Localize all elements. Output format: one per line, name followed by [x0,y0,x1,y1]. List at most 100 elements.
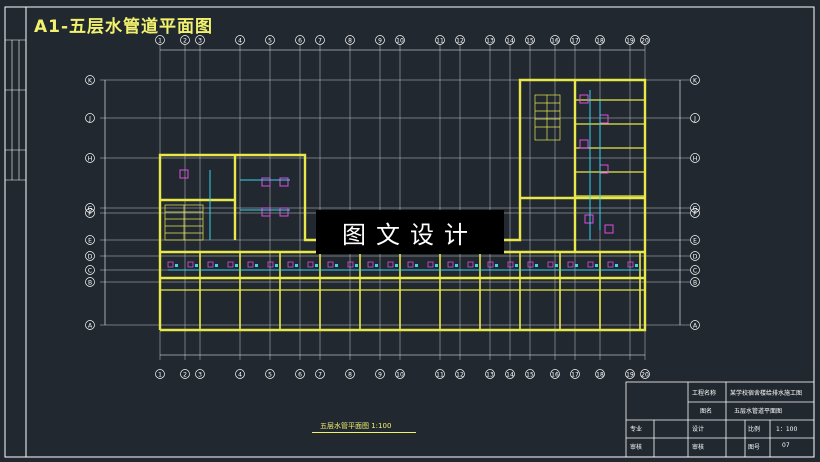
row-axis-bubble: D [690,251,700,261]
svg-text:B: B [693,280,697,287]
drawing-name-value: 五层水管道平面图 [734,408,783,415]
svg-text:4: 4 [238,372,242,379]
column-axis-bubble: 4 [235,369,245,379]
svg-text:3: 3 [198,38,202,45]
svg-text:10: 10 [396,38,404,45]
row-axis-bubble: E [85,235,95,245]
number-label: 图号 [748,444,761,451]
svg-text:1: 1 [158,38,162,45]
column-axis-bubble: 11 [435,369,445,379]
svg-text:F: F [693,211,697,218]
column-axis-bubble: 5 [265,35,275,45]
svg-text:17: 17 [571,372,579,379]
svg-text:E: E [88,238,92,245]
sheet-title: A1-五层水管道平面图 [34,17,214,37]
svg-text:G: G [88,206,93,213]
row-axis-bubble: C [690,265,700,275]
column-axis-bubble: 4 [235,35,245,45]
row-axis-bubble: G [690,203,700,213]
svg-text:H: H [693,156,698,163]
plumbing-fixtures [167,94,638,268]
scale-label: 比例 [748,426,761,433]
column-axis-bubble: 3 [195,369,205,379]
svg-text:G: G [693,206,698,213]
svg-text:7: 7 [318,372,322,379]
svg-text:H: H [88,156,93,163]
column-axis-bubble: 7 [315,369,325,379]
column-axis-bubble: 2 [180,369,190,379]
svg-text:5: 5 [268,372,272,379]
row-axis-bubble: F [690,208,700,218]
drawing-name-label: 图名 [700,408,713,415]
column-axis-bubble: 10 [395,35,405,45]
column-axis-bubble: 2 [180,35,190,45]
column-axis-bubble: 12 [455,369,465,379]
svg-text:19: 19 [626,372,634,379]
svg-text:10: 10 [396,372,404,379]
svg-text:12: 12 [456,372,464,379]
column-axis-bubble: 17 [570,369,580,379]
column-axis-bubble: 14 [505,369,515,379]
svg-text:2: 2 [183,38,187,45]
column-axis-bubble: 18 [595,369,605,379]
column-axis-bubble: 19 [625,369,635,379]
svg-text:K: K [693,78,698,85]
svg-text:14: 14 [506,372,514,379]
svg-text:18: 18 [596,372,604,379]
row-axis-bubble: B [690,277,700,287]
column-axis-bubble: 8 [345,35,355,45]
column-axis-bubble: 13 [485,369,495,379]
svg-text:11: 11 [436,38,444,45]
svg-text:16: 16 [551,372,559,379]
column-axis-bubble: 9 [375,369,385,379]
svg-text:18: 18 [596,38,604,45]
column-axis-bubble: 11 [435,35,445,45]
svg-text:J: J [88,116,91,123]
svg-text:C: C [88,268,92,275]
water-pipes [168,90,640,271]
column-axis-bubble: 19 [625,35,635,45]
svg-text:E: E [693,238,697,245]
svg-text:2: 2 [183,372,187,379]
svg-text:B: B [88,280,92,287]
stair-upper [534,94,561,141]
title-block-lines [625,381,815,458]
svg-text:4: 4 [238,38,242,45]
row-axis-bubble: K [85,75,95,85]
column-axis-bubble: 3 [195,35,205,45]
project-value: 某学校宿舍楼给排水施工图 [730,390,803,397]
svg-text:6: 6 [298,372,302,379]
column-axis-bubble: 12 [455,35,465,45]
svg-text:16: 16 [551,38,559,45]
column-axis-bubble: 15 [525,369,535,379]
sheet-frame [4,6,815,458]
svg-text:14: 14 [506,38,514,45]
svg-text:12: 12 [456,38,464,45]
svg-text:A: A [88,323,93,330]
svg-text:13: 13 [486,372,494,379]
building-walls [158,78,647,332]
svg-text:20: 20 [641,372,649,379]
column-axis-bubble: 7 [315,35,325,45]
scale-value: 1：100 [776,426,798,433]
major-label: 专业 [630,426,643,433]
svg-text:D: D [693,254,698,261]
svg-text:15: 15 [526,38,534,45]
margin-table [5,39,26,181]
room-partitions [199,99,645,330]
row-axis-bubble: G [85,203,95,213]
svg-text:20: 20 [641,38,649,45]
column-axis-bubble: 10 [395,369,405,379]
svg-text:K: K [88,78,93,85]
title-block: 工程名称 某学校宿舍楼给排水施工图 图名 五层水管道平面图 专业 设计 比例 1… [626,382,812,454]
number-value: 07 [782,442,790,449]
row-axis-bubble: K [690,75,700,85]
svg-text:15: 15 [526,372,534,379]
svg-text:F: F [88,211,92,218]
column-axis-bubble: 15 [525,35,535,45]
row-axis-bubble: J [690,113,700,123]
column-axis-bubble: 13 [485,35,495,45]
column-axis-bubble: 1 [155,369,165,379]
svg-text:6: 6 [298,38,302,45]
column-axis-bubble: 20 [640,35,650,45]
